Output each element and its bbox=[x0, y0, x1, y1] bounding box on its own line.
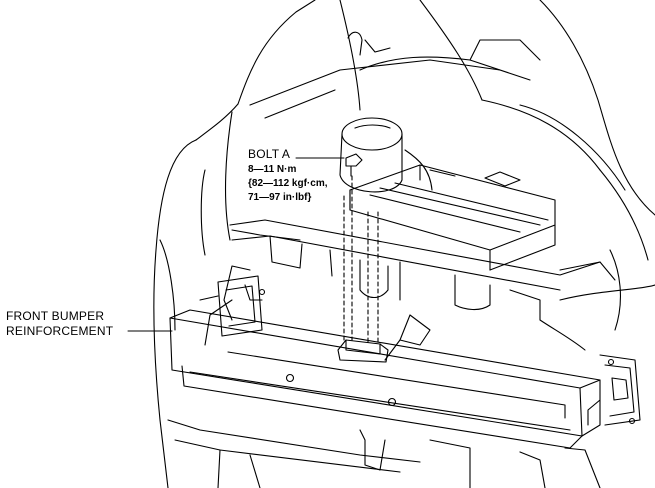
lower-frame bbox=[159, 419, 601, 488]
torque-inlbf-label: 71—97 in·lbf} bbox=[248, 192, 312, 203]
vehicle-body-outline bbox=[153, 0, 655, 421]
bumper-reinforcement-beam bbox=[169, 309, 601, 449]
radiator-support bbox=[204, 219, 601, 361]
left-mounting-bracket bbox=[199, 275, 266, 337]
leader-lines bbox=[127, 157, 345, 332]
engine-block bbox=[349, 164, 556, 271]
bolt-a-hardware bbox=[337, 153, 389, 363]
right-mounting-bracket bbox=[587, 354, 641, 426]
torque-nm-label: 8—11 N·m bbox=[248, 164, 297, 175]
front-bumper-label: FRONT BUMPER bbox=[6, 309, 105, 323]
reinforcement-label: REINFORCEMENT bbox=[6, 324, 114, 338]
torque-kgfcm-label: {82—112 kgf·cm, bbox=[248, 178, 328, 189]
bolt-a-label: BOLT A bbox=[248, 147, 291, 161]
